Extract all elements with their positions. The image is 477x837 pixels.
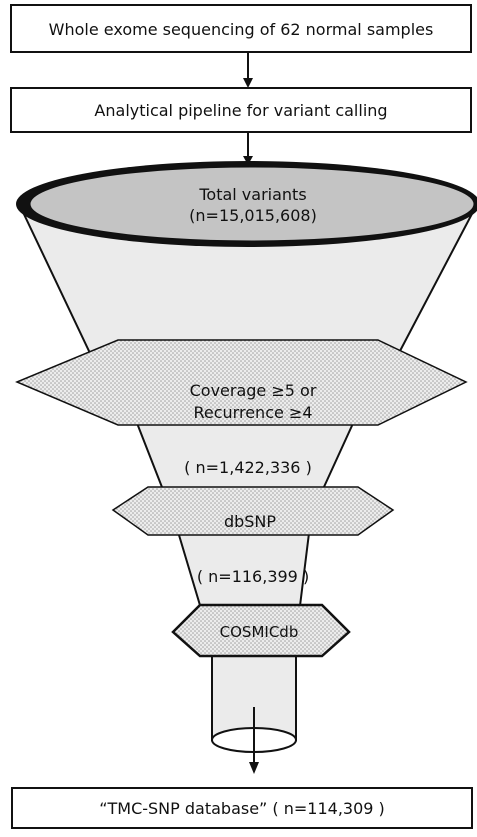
filter-coverage-line1: Coverage ≥5 or bbox=[190, 381, 317, 400]
arrow-2-head bbox=[243, 156, 253, 165]
filter-diamond-coverage bbox=[15, 339, 468, 426]
database-box bbox=[11, 787, 473, 829]
pipeline-box-label: Analytical pipeline for variant calling bbox=[94, 101, 387, 120]
total-variants-ellipse bbox=[29, 166, 475, 242]
sequencing-box bbox=[10, 4, 472, 53]
filter-coverage-line2: Recurrence ≥4 bbox=[194, 403, 313, 422]
sequencing-box-label: Whole exome sequencing of 62 normal samp… bbox=[49, 20, 434, 39]
arrow-1-head bbox=[243, 78, 253, 88]
filter-diamond-dbsnp bbox=[111, 486, 395, 536]
pipeline-box bbox=[10, 87, 472, 133]
database-box-label: “TMC-SNP database” ( n=114,309 ) bbox=[99, 799, 385, 818]
filter-cosmic-label: COSMICdb bbox=[220, 623, 299, 641]
total-variants-count: (n=15,015,608) bbox=[189, 206, 317, 225]
filter-diamond-cosmic bbox=[171, 603, 351, 658]
total-variants-title: Total variants bbox=[198, 185, 306, 204]
filter-dbsnp-label: dbSNP bbox=[224, 512, 276, 531]
arrow-3-head bbox=[249, 762, 259, 774]
count-after-coverage: ( n=1,422,336 ) bbox=[184, 458, 312, 477]
count-after-dbsnp: ( n=116,399 ) bbox=[197, 567, 309, 586]
